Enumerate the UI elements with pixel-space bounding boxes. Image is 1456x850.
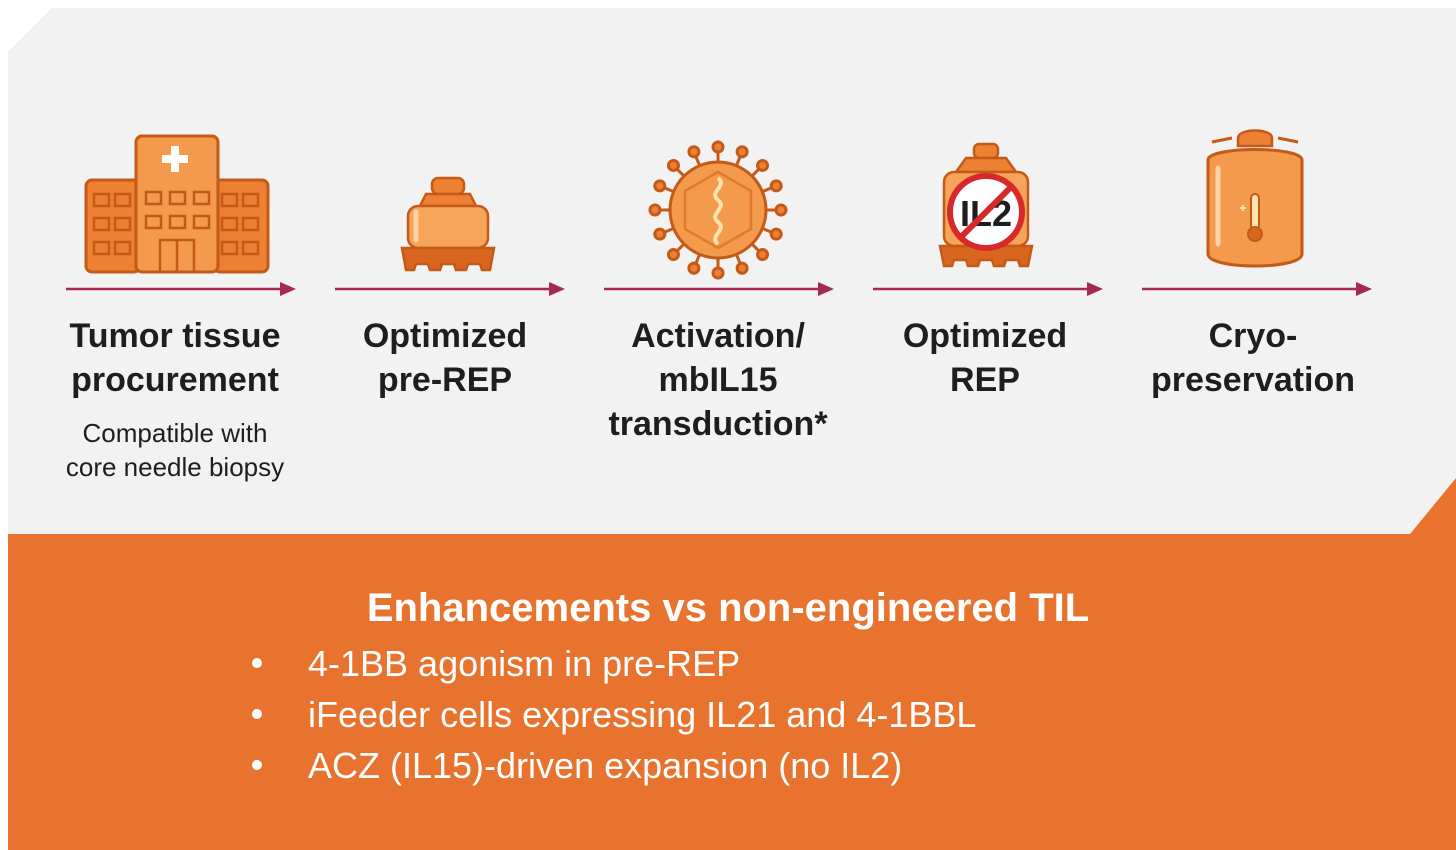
process-panel [8,8,1456,534]
bullet-dot [252,709,262,719]
note-line: Compatible with [82,418,268,448]
arrow-1 [66,282,296,296]
step-note-core-needle-biopsy: Compatible with core needle biopsy [25,416,325,484]
list-item: 4-1BB agonism in pre-REP [240,638,976,689]
list-item: iFeeder cells expressing IL21 and 4-1BBL [240,689,976,740]
bullet-text: 4-1BB agonism in pre-REP [308,643,741,684]
step-title-activation-transduction: Activation/ mbIL15 transduction* [583,314,853,446]
arrow-5 [1142,282,1372,296]
note-line: core needle biopsy [65,452,285,482]
title-line: mbIL15 [658,361,778,399]
bioreactor-no-il2-icon: IL2 [938,142,1034,268]
cryo-tank-icon [1206,129,1304,268]
title-line: procurement [71,361,279,399]
title-line: preservation [1150,361,1356,399]
hospital-icon [84,134,270,274]
title-line: pre-REP [377,361,513,399]
step-title-optimized-pre-rep: Optimized pre-REP [310,314,580,402]
bullet-dot [252,760,262,770]
title-line: Optimized [902,317,1068,355]
bioreactor-icon [400,176,496,272]
bullet-text: iFeeder cells expressing IL21 and 4-1BBL [308,694,977,735]
step-title-optimized-rep: Optimized REP [850,314,1120,402]
bullet-text: ACZ (IL15)-driven expansion (no IL2) [308,745,903,786]
title-line: Cryo- [1208,317,1298,355]
arrow-2 [335,282,565,296]
enhancements-list: 4-1BB agonism in pre-REP iFeeder cells e… [240,638,976,791]
arrow-3 [604,282,834,296]
title-line: REP [950,361,1020,399]
title-line: transduction* [608,405,828,443]
bullet-dot [252,658,262,668]
title-line: Activation/ [631,317,805,355]
step-title-cryopreservation: Cryo- preservation [1118,314,1388,402]
list-item: ACZ (IL15)-driven expansion (no IL2) [240,740,976,791]
title-line: Optimized [362,317,528,355]
arrow-4 [873,282,1103,296]
title-line: Tumor tissue [69,317,281,355]
enhancements-banner [8,478,1456,850]
virus-icon [648,140,788,280]
step-title-tumor-tissue-procurement: Tumor tissue procurement [40,314,310,402]
banner-title: Enhancements vs non-engineered TIL [366,586,1090,630]
